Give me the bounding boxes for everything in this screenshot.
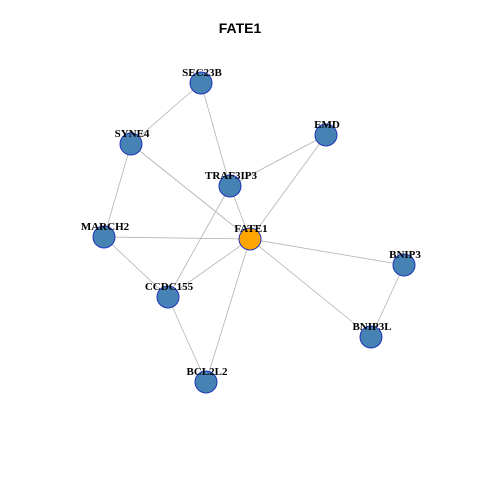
node-emd[interactable]: EMD bbox=[314, 119, 340, 147]
node-circle[interactable] bbox=[314, 123, 338, 147]
node-label: BNIP3L bbox=[352, 321, 391, 333]
node-bnip3l[interactable]: BNIP3L bbox=[352, 321, 392, 349]
node-circle[interactable] bbox=[189, 71, 213, 95]
node-label: BNIP3 bbox=[389, 249, 421, 261]
edge-bnip3-bnip3l bbox=[370, 264, 405, 338]
node-circle[interactable] bbox=[156, 285, 180, 309]
node-circle[interactable] bbox=[92, 225, 116, 249]
edge-fate1-bnip3l bbox=[249, 238, 372, 338]
edge-fate1-bnip3 bbox=[249, 238, 405, 266]
node-circle[interactable] bbox=[218, 174, 242, 198]
node-circle[interactable] bbox=[119, 132, 143, 156]
node-ccdc155[interactable]: CCDC155 bbox=[145, 281, 194, 309]
edge-fate1-ccdc155 bbox=[167, 238, 251, 298]
node-label: MARCH2 bbox=[81, 221, 130, 233]
node-march2[interactable]: MARCH2 bbox=[81, 221, 130, 249]
edge-emd-traf3ip3 bbox=[229, 134, 327, 187]
node-label: BCL2L2 bbox=[187, 366, 228, 378]
node-syne4[interactable]: SYNE4 bbox=[115, 128, 150, 156]
edge-syne4-fate1 bbox=[130, 143, 251, 240]
edge-sec23b-traf3ip3 bbox=[200, 82, 231, 187]
node-circle[interactable] bbox=[359, 325, 383, 349]
edges-layer bbox=[103, 82, 405, 383]
node-label: EMD bbox=[314, 119, 340, 131]
edge-syne4-march2 bbox=[103, 143, 132, 238]
node-label: SYNE4 bbox=[115, 128, 150, 140]
graph-title: FATE1 bbox=[218, 20, 262, 36]
node-circle[interactable] bbox=[238, 227, 262, 251]
edge-ccdc155-bcl2l2 bbox=[167, 296, 207, 383]
edge-fate1-bcl2l2 bbox=[205, 238, 251, 383]
node-label: TRAF3IP3 bbox=[205, 170, 257, 182]
node-bcl2l2[interactable]: BCL2L2 bbox=[187, 366, 228, 394]
node-label: CCDC155 bbox=[145, 281, 194, 293]
node-fate1[interactable]: FATE1 bbox=[234, 223, 268, 251]
node-circle[interactable] bbox=[392, 253, 416, 277]
edge-march2-ccdc155 bbox=[103, 236, 169, 298]
edge-march2-fate1 bbox=[103, 236, 251, 240]
edge-traf3ip3-ccdc155 bbox=[167, 185, 231, 298]
node-sec23b[interactable]: SEC23B bbox=[182, 67, 223, 95]
node-circle[interactable] bbox=[194, 370, 218, 394]
edge-emd-fate1 bbox=[249, 134, 327, 240]
node-label: FATE1 bbox=[234, 223, 267, 235]
node-label: SEC23B bbox=[182, 67, 222, 79]
edge-sec23b-syne4 bbox=[130, 82, 202, 145]
node-bnip3[interactable]: BNIP3 bbox=[389, 249, 421, 277]
node-traf3ip3[interactable]: TRAF3IP3 bbox=[205, 170, 257, 198]
